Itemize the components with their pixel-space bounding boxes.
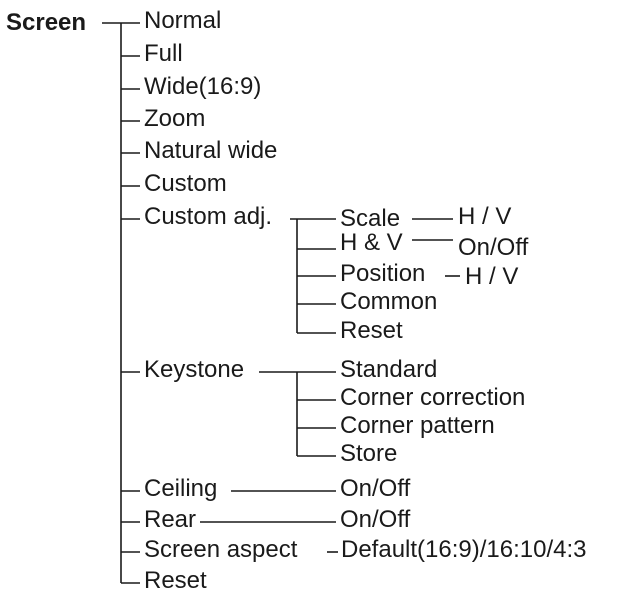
screen-aspect-value: Default(16:9)/16:10/4:3 xyxy=(341,536,587,563)
menu-item-screen-aspect: Screen aspect xyxy=(144,536,298,563)
ceiling-value: On/Off xyxy=(340,475,411,502)
submenu-item-common: Common xyxy=(340,288,438,315)
menu-item-natural-wide: Natural wide xyxy=(144,137,278,164)
menu-item-reset: Reset xyxy=(144,567,207,594)
menu-item-wide: Wide(16:9) xyxy=(144,73,262,100)
rear-value: On/Off xyxy=(340,506,411,533)
position-value: H / V xyxy=(465,263,519,290)
menu-item-normal: Normal xyxy=(144,7,222,34)
menu-item-rear: Rear xyxy=(144,506,197,533)
submenu-item-scale: Scale xyxy=(340,205,401,232)
submenu-item-corner-pattern: Corner pattern xyxy=(340,412,495,439)
submenu-item-position: Position xyxy=(340,260,426,287)
hv-value: On/Off xyxy=(458,234,529,261)
root-label: Screen xyxy=(6,9,87,36)
menu-item-custom-adj: Custom adj. xyxy=(144,203,273,230)
menu-item-full: Full xyxy=(144,40,183,67)
menu-item-zoom: Zoom xyxy=(144,105,206,132)
menu-item-keystone: Keystone xyxy=(144,356,245,383)
menu-item-custom: Custom xyxy=(144,170,227,197)
submenu-item-corner-correction: Corner correction xyxy=(340,384,526,411)
submenu-item-custom-reset: Reset xyxy=(340,317,403,344)
submenu-item-store: Store xyxy=(340,440,398,467)
menu-item-ceiling: Ceiling xyxy=(144,475,218,502)
submenu-item-hv: H & V xyxy=(340,229,403,256)
submenu-item-standard: Standard xyxy=(340,356,438,383)
scale-value: H / V xyxy=(458,203,512,230)
